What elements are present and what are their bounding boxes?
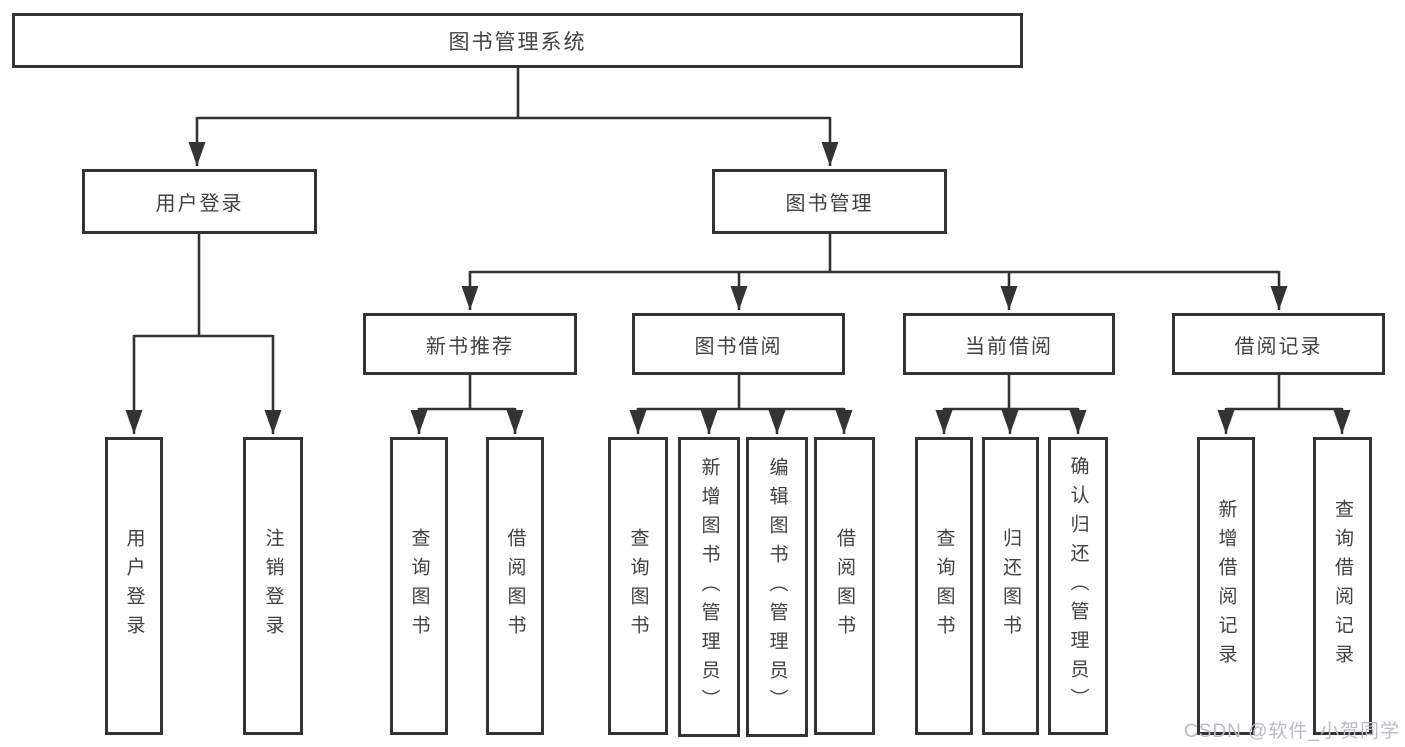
node-library-system-label: 图书管理系统 <box>448 30 587 54</box>
leaf-return-book: 归还图书 <box>982 437 1039 735</box>
leaf-query-borrow-record: 查询借阅记录 <box>1313 437 1372 735</box>
node-borrowing-records: 借阅记录 <box>1172 313 1385 375</box>
leaf-confirm-return-admin: 确认归还（管理员） <box>1048 437 1108 735</box>
node-current-borrowing: 当前借阅 <box>903 313 1115 375</box>
leaf-query-books-label: 查询图书 <box>627 528 649 644</box>
leaf-add-book-admin: 新增图书（管理员） <box>678 437 740 737</box>
leaf-borrow-books: 借阅图书 <box>814 437 875 735</box>
leaf-edit-book-admin: 编辑图书（管理员） <box>746 437 808 737</box>
node-book-borrowing-label: 图书借阅 <box>694 335 783 358</box>
csdn-watermark: CSDN @软件_小贺同学 <box>1184 721 1400 742</box>
leaf-logout-label: 注销登录 <box>262 528 284 644</box>
leaf-logout: 注销登录 <box>243 437 303 735</box>
leaf-query-books: 查询图书 <box>390 437 448 735</box>
leaf-query-borrow-record-label: 查询借阅记录 <box>1332 499 1353 673</box>
connector-user-login <box>125 233 282 434</box>
connector-new-book-recommendation <box>410 374 524 434</box>
leaf-add-borrow-record: 新增借阅记录 <box>1197 437 1255 735</box>
node-book-management-label: 图书管理 <box>785 193 874 215</box>
leaf-add-borrow-record-label: 新增借阅记录 <box>1215 499 1237 673</box>
leaf-confirm-return-admin-label: 确认归还（管理员） <box>1067 455 1089 717</box>
leaf-user-login-label: 用户登录 <box>123 528 145 644</box>
node-borrowing-records-label: 借阅记录 <box>1234 335 1323 358</box>
node-new-book-recommendation-label: 新书推荐 <box>426 335 514 358</box>
node-user-login-label: 用户登录 <box>155 193 244 215</box>
connector-current-borrowing <box>935 374 1087 434</box>
leaf-query-books-label: 查询图书 <box>933 528 955 644</box>
leaf-query-books-label: 查询图书 <box>408 528 430 644</box>
leaf-add-book-admin-label: 新增图书（管理员） <box>698 456 720 718</box>
node-new-book-recommendation: 新书推荐 <box>363 313 577 375</box>
leaf-edit-book-admin-label: 编辑图书（管理员） <box>766 456 788 718</box>
node-user-login: 用户登录 <box>82 169 317 234</box>
leaf-query-books: 查询图书 <box>915 437 973 735</box>
leaf-borrow-books: 借阅图书 <box>486 437 544 735</box>
leaf-user-login: 用户登录 <box>105 437 163 735</box>
leaf-borrow-books-label: 借阅图书 <box>504 528 526 644</box>
node-current-borrowing-label: 当前借阅 <box>965 335 1053 358</box>
leaf-query-books: 查询图书 <box>608 437 668 735</box>
connector-book-borrowing <box>629 374 853 434</box>
connector-root <box>188 67 839 166</box>
node-book-borrowing: 图书借阅 <box>632 313 845 375</box>
node-library-system: 图书管理系统 <box>12 13 1023 68</box>
leaf-return-book-label: 归还图书 <box>1000 528 1021 644</box>
node-book-management: 图书管理 <box>712 169 947 234</box>
connector-borrowing-records <box>1217 374 1351 434</box>
leaf-borrow-books-label: 借阅图书 <box>834 528 855 644</box>
connector-book-management <box>461 233 1288 310</box>
